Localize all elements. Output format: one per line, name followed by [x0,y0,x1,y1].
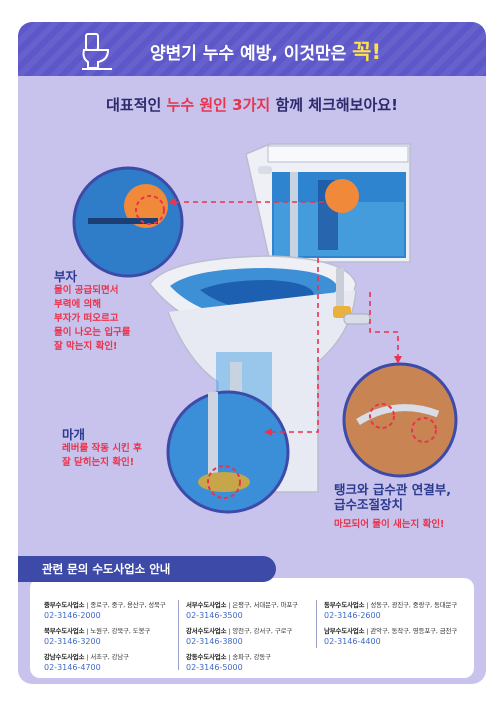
subtitle: 대표적인 누수 원인 3가지 함께 체크해보아요! [18,94,486,115]
office-entry: 서부수도사업소 | 은평구, 서대문구, 마포구 02-3146-3500 [186,600,326,620]
office-phone[interactable]: 02-3146-3200 [44,637,101,646]
office-phone[interactable]: 02-3146-3500 [186,611,243,620]
page-title: 양변기 누수 예방, 이것만은 꼭! [150,36,381,66]
subtitle-highlight: 누수 원인 3가지 [166,96,271,114]
office-districts: 서초구, 강남구 [90,653,129,661]
subtitle-prefix: 대표적인 [106,96,167,114]
office-name: 강남수도사업소 [44,653,85,661]
toilet-tank [245,143,411,263]
office-phone[interactable]: 02-3146-2000 [44,611,101,620]
supply-detail-circle [342,362,458,478]
float-detail-circle [72,166,184,278]
title-main: 양변기 누수 예방, 이것만은 [150,44,353,64]
title-emphasis: 꼭! [352,40,382,64]
office-name: 남부수도사업소 [324,627,365,635]
office-name: 서부수도사업소 [186,601,227,609]
office-phone[interactable]: 02-3146-4400 [324,637,381,646]
toilet-illustration [72,143,458,514]
toilet-icon [82,33,112,70]
check-arrows [172,201,399,433]
office-entry: 강서수도사업소 | 양천구, 강서구, 구로구 02-3146-3800 [186,626,326,646]
office-phone[interactable]: 02-3146-3800 [186,637,243,646]
float-description: 물이 공급되면서 부력에 의해 부자가 떠오르고 물이 나오는 입구를 잘 막는… [54,285,131,352]
office-districts: 송파구, 강동구 [232,653,271,661]
contact-heading: 관련 문의 수도사업소 안내 [18,556,276,582]
office-entry: 남부수도사업소 | 관악구, 동작구, 영등포구, 금천구 02-3146-44… [324,626,464,646]
office-districts: 성동구, 광진구, 중랑구, 동대문구 [370,601,458,609]
office-entry: 강남수도사업소 | 서초구, 강남구 02-3146-4700 [44,652,184,672]
supply-title: 탱크와 급수관 연결부, 급수조절장치 [334,482,451,512]
office-districts: 노원구, 강북구, 도봉구 [90,627,151,635]
float-ball [325,179,359,213]
office-phone[interactable]: 02-3146-2600 [324,611,381,620]
subtitle-suffix: 함께 체크해보아요! [270,96,398,114]
office-entry: 중부수도사업소 | 종로구, 중구, 용산구, 성북구 02-3146-2000 [44,600,184,620]
office-name: 동부수도사업소 [324,601,365,609]
office-name: 중부수도사업소 [44,601,85,609]
office-phone[interactable]: 02-3146-5000 [186,663,243,672]
flapper-title: 마개 [62,427,86,442]
float-title: 부자 [54,269,78,284]
office-districts: 양천구, 강서구, 구로구 [232,627,293,635]
office-name: 북부수도사업소 [44,627,85,635]
office-entry: 북부수도사업소 | 노원구, 강북구, 도봉구 02-3146-3200 [44,626,184,646]
supply-description: 마모되어 물이 새는지 확인! [334,519,445,530]
office-entry: 강동수도사업소 | 송파구, 강동구 02-3146-5000 [186,652,326,672]
flapper-detail-circle [166,390,290,514]
office-name: 강동수도사업소 [186,653,227,661]
column-divider [316,600,317,648]
flapper-description: 레버를 작동 시킨 후 잘 닫히는지 확인! [62,443,142,468]
office-name: 강서수도사업소 [186,627,227,635]
water-supply-pipe [333,268,371,325]
column-divider [178,600,179,670]
office-districts: 관악구, 동작구, 영등포구, 금천구 [370,627,458,635]
arrow-heads [168,198,402,436]
office-phone[interactable]: 02-3146-4700 [44,663,101,672]
office-districts: 은평구, 서대문구, 마포구 [232,601,298,609]
title-banner: 양변기 누수 예방, 이것만은 꼭! [18,22,486,76]
contact-card [30,578,474,678]
office-districts: 종로구, 중구, 용산구, 성북구 [90,601,166,609]
office-entry: 동부수도사업소 | 성동구, 광진구, 중랑구, 동대문구 02-3146-26… [324,600,464,620]
poster-frame: 양변기 누수 예방, 이것만은 꼭! 대표적인 누수 원인 3가지 함께 체크해… [18,22,486,684]
